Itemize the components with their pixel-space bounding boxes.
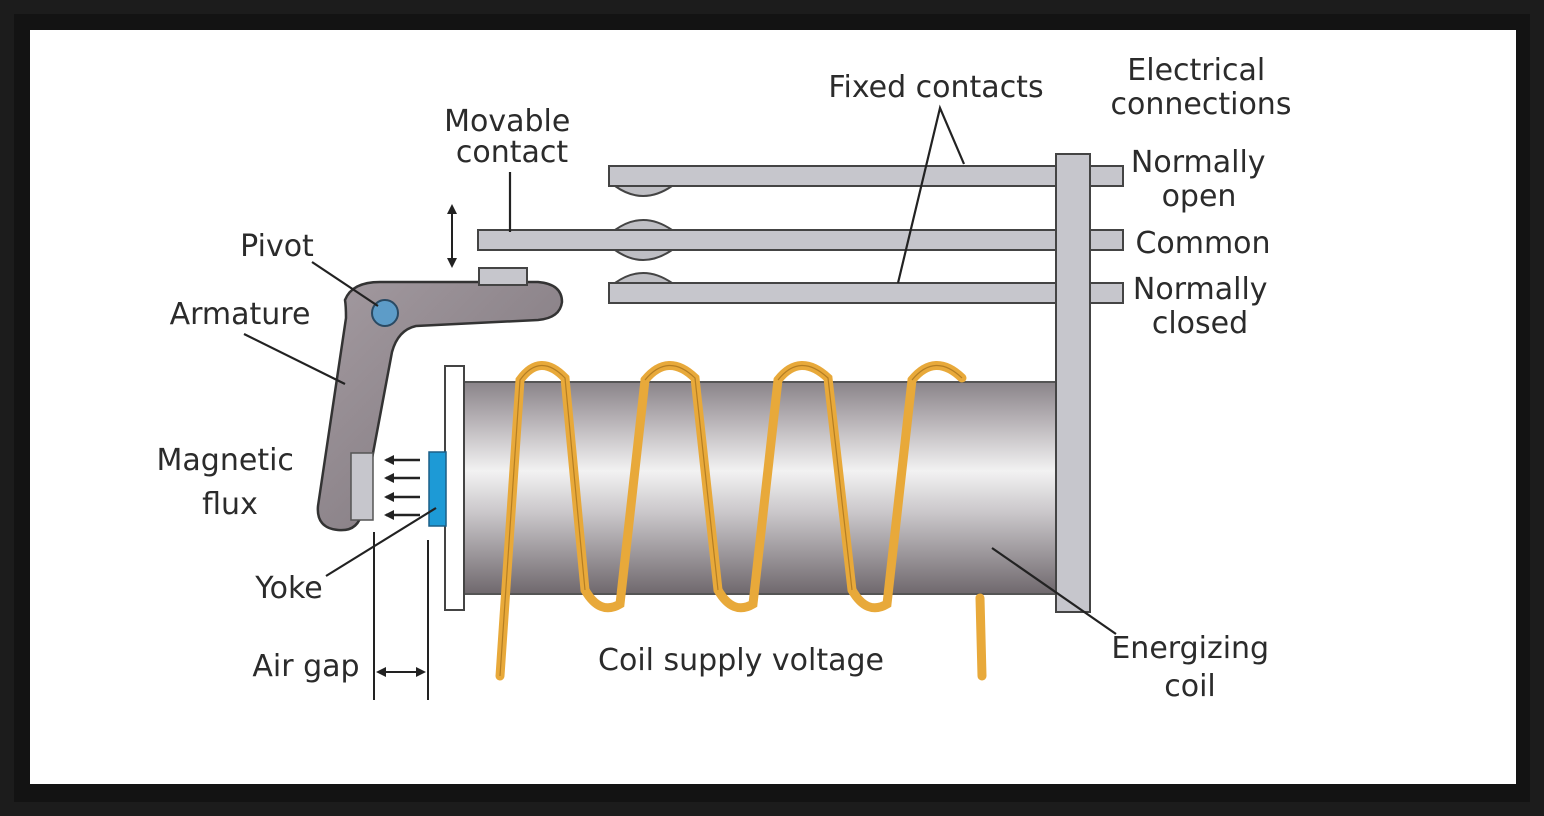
- armature-pole-face: [350, 452, 374, 521]
- electrical-connections-label: Electrical connections: [1111, 53, 1292, 122]
- armature-label: Armature: [170, 297, 311, 332]
- armature-actuator: [478, 267, 528, 286]
- coil-winding-outline: [499, 364, 963, 677]
- common-strip: [477, 229, 1124, 251]
- movable-contact-label: Movable contact: [444, 104, 580, 170]
- pivot-leader: [311, 261, 379, 307]
- yoke-leader: [325, 507, 437, 577]
- fixed-contacts-label: Fixed contacts: [828, 70, 1043, 105]
- coil-supply-voltage-label: Coil supply voltage: [598, 643, 884, 678]
- air-gap-dimension: [373, 532, 429, 700]
- fixed-contacts-leader: [896, 104, 966, 284]
- common-label: Common: [1135, 226, 1270, 261]
- armature: [316, 280, 564, 532]
- contact-points: [611, 185, 676, 284]
- contact-strips: [477, 165, 1124, 304]
- yoke-label: Yoke: [254, 571, 322, 606]
- normally-closed-strip: [608, 282, 1124, 304]
- air-gap-label: Air gap: [252, 649, 359, 684]
- yoke-pole: [428, 451, 447, 527]
- normally-open-label: Normally open: [1131, 145, 1275, 214]
- pivot-label: Pivot: [240, 229, 314, 264]
- pivot-icon: [371, 299, 399, 327]
- armature-leader: [243, 333, 346, 385]
- normally-closed-label: Normally closed: [1133, 272, 1277, 341]
- energizing-coil-leader: [991, 547, 1117, 635]
- normally-open-strip: [608, 165, 1124, 187]
- yoke-plate: [444, 365, 465, 611]
- magnetic-flux-label: Magnetic flux: [157, 443, 304, 522]
- magnetic-flux-arrows: [384, 455, 420, 520]
- terminal-bar: [1055, 153, 1091, 613]
- energizing-coil-label: Energizing coil: [1111, 631, 1278, 704]
